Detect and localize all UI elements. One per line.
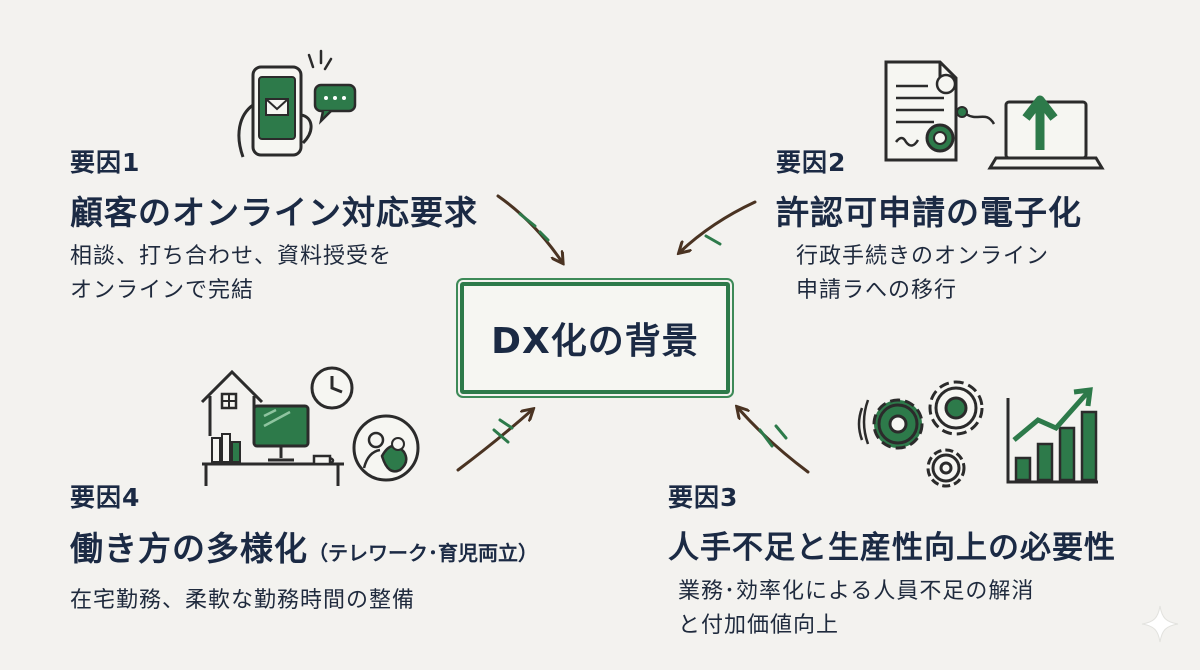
factor4-label: 要因4: [70, 483, 141, 512]
center-title: DX化の背景: [491, 321, 699, 362]
factor4-title: 働き方の多様化（テレワーク･育児両立）: [70, 522, 538, 570]
sparkle-icon: [1141, 605, 1179, 643]
factor3-desc-line2: と付加価値向上: [678, 613, 840, 638]
factor2-desc-line2: 申請ラへの移行: [796, 278, 958, 303]
arrow-factor3: [738, 408, 810, 474]
factor3-label: 要因3: [668, 483, 739, 512]
factor2-label: 要因2: [776, 148, 847, 177]
factor4-desc-line1: 在宅勤務、柔軟な勤務時間の整備: [70, 588, 416, 613]
factor1-desc: 相談、打ち合わせ、資料授受を オンラインで完結: [70, 240, 392, 308]
factor1-label: 要因1: [70, 148, 141, 177]
home-office-icon: [200, 366, 420, 486]
factor1-desc-line1: 相談、打ち合わせ、資料授受を: [70, 244, 393, 269]
factor2-desc: 行政手続きのオンライン 申請ラへの移行: [796, 240, 1049, 308]
factor1-desc-line2: オンラインで完結: [70, 278, 255, 303]
document-upload-icon: [884, 60, 1105, 170]
arrow-factor2: [680, 200, 757, 252]
gears-chart-icon: [857, 380, 1098, 488]
factor4-title-main: 働き方の多様化: [70, 529, 308, 568]
factor2-title: 許認可申請の電子化: [776, 193, 1082, 232]
factor1-title: 顧客のオンライン対応要求: [70, 193, 478, 232]
arrow-factor4: [456, 410, 532, 472]
smartphone-mail-icon: [237, 49, 357, 158]
center-box: DX化の背景: [460, 282, 730, 394]
arrow-factor1: [496, 194, 562, 262]
factor3-desc-line1: 業務･効率化による人員不足の解消: [678, 579, 1035, 604]
factor3-desc: 業務･効率化による人員不足の解消 と付加価値向上: [678, 575, 1034, 643]
factor4-title-sub: （テレワーク･育児両立）: [308, 541, 538, 565]
factor4-desc: 在宅勤務、柔軟な勤務時間の整備: [70, 584, 415, 618]
factor2-desc-line1: 行政手続きのオンライン: [796, 244, 1050, 269]
factor3-title: 人手不足と生産性向上の必要性: [668, 530, 1116, 566]
